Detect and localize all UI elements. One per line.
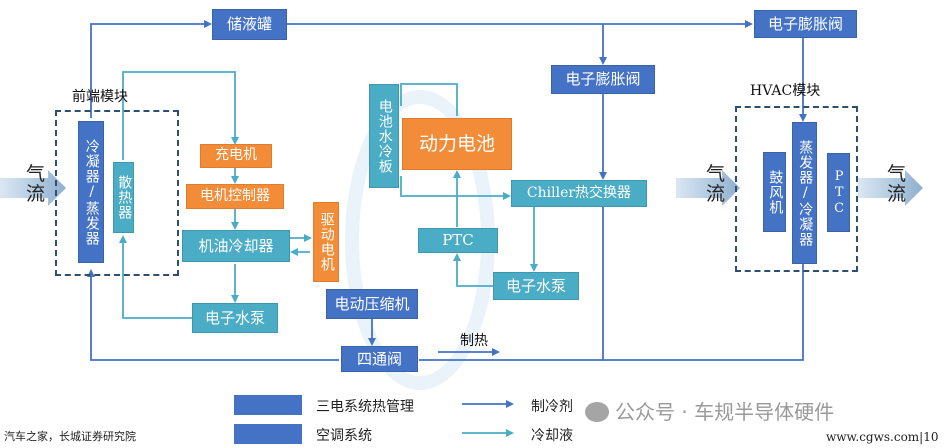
airflow-mid-text: 气流 xyxy=(706,163,726,205)
electric-pump-left: 电子水泵 xyxy=(192,303,278,333)
legend-refrigerant-text: 制冷剂 xyxy=(531,399,573,415)
receiver-box: 储液罐 xyxy=(212,9,287,40)
ptc-heater-right: PTC xyxy=(827,153,850,232)
condenser-evaporator-box: 冷凝器/蒸发器 xyxy=(78,121,104,263)
airflow-in-text: 气流 xyxy=(26,163,46,205)
expansion-valve-top: 电子膨胀阀 xyxy=(754,10,857,38)
legend-three-electric-text: 三电系统热管理 xyxy=(316,399,414,415)
drive-motor-box: 驱动电机 xyxy=(313,202,339,282)
radiator-box: 散热器 xyxy=(113,162,134,233)
evaporator-condenser-box: 蒸发器/冷凝器 xyxy=(792,122,817,264)
airflow-in-label: 气流 xyxy=(26,163,48,205)
wechat-icon xyxy=(585,402,609,422)
front-module-outline xyxy=(55,110,179,276)
hvac-module-label: HVAC模块 xyxy=(750,83,821,99)
expansion-valve-mid: 电子膨胀阀 xyxy=(551,65,655,94)
site-footer: www.cgws.com|10 xyxy=(826,430,939,444)
source-note: 汽车之家，长城证券研究院 xyxy=(4,430,136,443)
front-module-label: 前端模块 xyxy=(72,89,128,105)
chiller-heat-exchanger-box: Chiller热交换器 xyxy=(511,180,647,207)
electric-compressor-box: 电动压缩机 xyxy=(326,289,418,319)
watermark: 公众号 · 车规半导体硬件 xyxy=(585,396,834,425)
airflow-out-label: 气流 xyxy=(887,163,909,205)
charger-box: 充电机 xyxy=(200,144,272,168)
legend-three-electric-swatch xyxy=(234,395,302,415)
legend-ac-system-text: 空调系统 xyxy=(316,428,372,444)
blower-box: 鼓风机 xyxy=(763,152,786,232)
four-way-valve-box: 四通阀 xyxy=(341,346,418,372)
legend-ac-system-swatch xyxy=(234,424,302,444)
ptc-heater-mid: PTC xyxy=(418,228,498,253)
coolant-lines xyxy=(119,71,538,319)
heating-label: 制热 xyxy=(460,333,488,349)
oil-cooler-box: 机油冷却器 xyxy=(182,230,290,262)
power-battery-box: 动力电池 xyxy=(402,118,512,170)
airflow-mid-label: 气流 xyxy=(706,163,728,205)
airflow-arrows xyxy=(0,170,923,206)
legend-coolant-text: 冷却液 xyxy=(531,428,573,444)
motor-controller-box: 电机控制器 xyxy=(186,184,284,209)
airflow-out-text: 气流 xyxy=(887,163,907,205)
electric-pump-mid: 电子水泵 xyxy=(493,272,579,300)
battery-cooling-plate-box: 电池水冷板 xyxy=(369,84,399,188)
hvac-module-outline xyxy=(735,106,858,272)
watermark-text: 公众号 · 车规半导体硬件 xyxy=(615,400,835,424)
